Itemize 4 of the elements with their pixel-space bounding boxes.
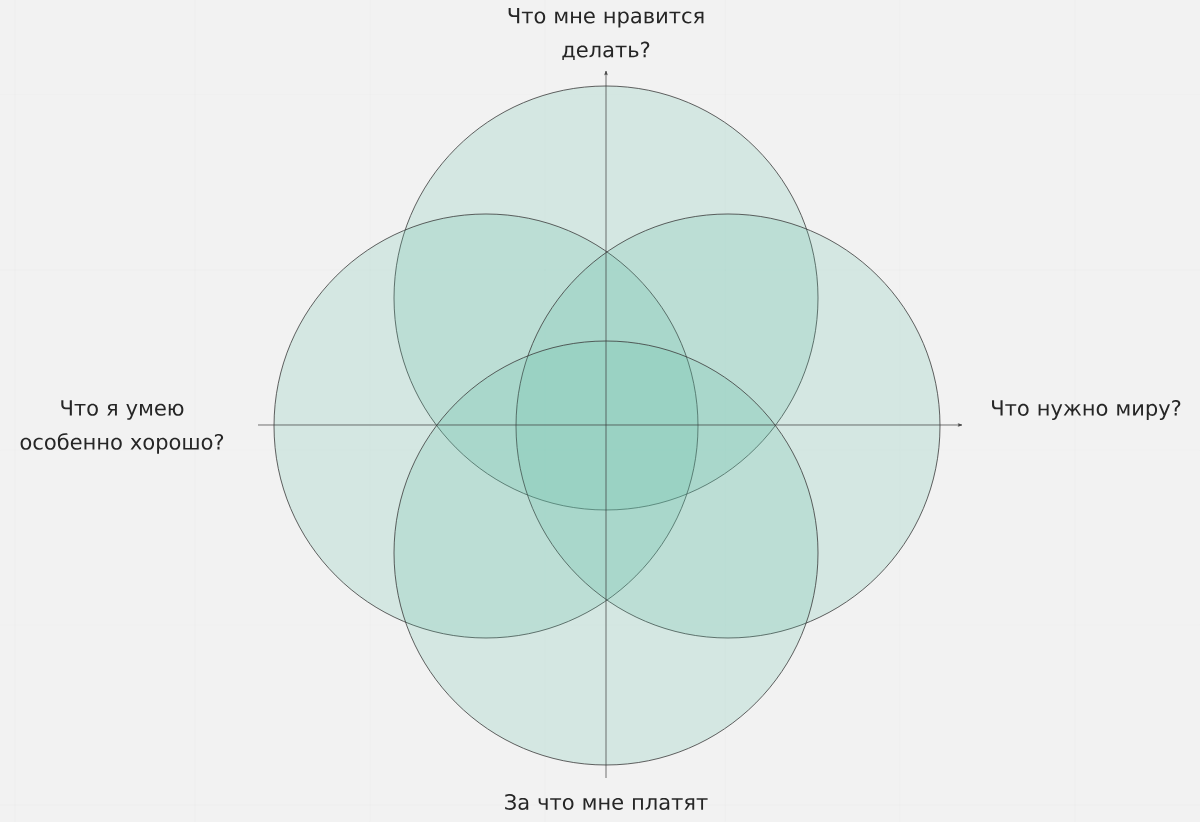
- heading: Что я умею особенно хорошо?: [20, 400, 224, 454]
- heading: Что мне нравится делать?: [508, 7, 704, 61]
- heading: Что нужно миру?: [992, 400, 1181, 420]
- heading: За что мне платят: [505, 794, 708, 810]
